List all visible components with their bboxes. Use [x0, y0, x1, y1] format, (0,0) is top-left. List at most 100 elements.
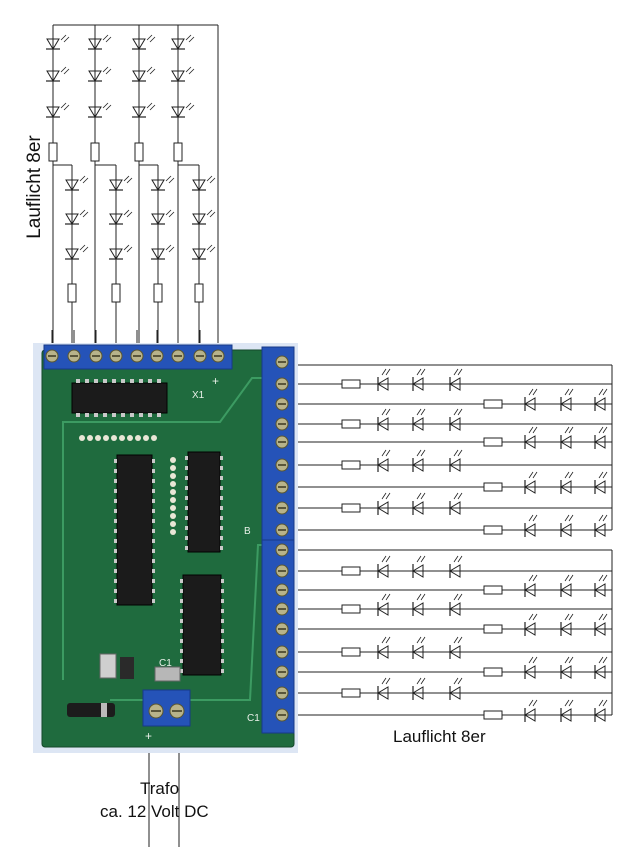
led-triangle [132, 70, 146, 82]
led-ray [564, 426, 570, 434]
led-ray [528, 656, 534, 664]
led-ray [568, 699, 574, 707]
ic-pin [152, 559, 155, 563]
led-ray [385, 408, 391, 416]
led-triangle [524, 708, 536, 722]
ic-pin [114, 559, 117, 563]
mark-c1: C1 [247, 713, 260, 724]
led-ray [105, 104, 112, 111]
led-icon [560, 656, 574, 679]
led-triangle [151, 248, 165, 260]
right-group-label: Lauflicht 8er [393, 727, 486, 746]
led-ray [206, 175, 213, 182]
led-triangle [560, 480, 572, 494]
led-triangle [560, 435, 572, 449]
resistor [483, 525, 503, 535]
ic-pin [114, 549, 117, 553]
led-triangle [412, 417, 424, 431]
led-icon [377, 593, 391, 616]
ic-pin [152, 579, 155, 583]
led-ray [188, 68, 195, 75]
ic-pin [157, 379, 161, 383]
ic-pin [152, 479, 155, 483]
led-triangle [594, 480, 606, 494]
led-ray [420, 408, 426, 416]
led-icon [560, 388, 574, 411]
led-icon [449, 677, 463, 700]
led-ray [149, 104, 156, 111]
led-icon [412, 593, 426, 616]
led-ray [385, 677, 391, 685]
led-ray [416, 677, 422, 685]
led-icon [449, 636, 463, 659]
led-triangle [412, 501, 424, 515]
led-ray [60, 66, 67, 73]
board-trace [62, 377, 262, 680]
resistor [194, 283, 204, 303]
ic-pin [220, 456, 223, 460]
led-ray [598, 471, 604, 479]
led-triangle [449, 458, 461, 472]
resistor [341, 419, 361, 429]
led-icon [524, 656, 538, 679]
led-icon [594, 613, 608, 636]
led-ray [146, 34, 153, 41]
ic-pin [114, 479, 117, 483]
led-ray [568, 426, 574, 434]
resistor [483, 624, 503, 634]
led-triangle [171, 38, 185, 50]
led-ray [146, 102, 153, 109]
ic-pin [221, 609, 224, 613]
ic-pin [221, 629, 224, 633]
led-icon [46, 66, 70, 82]
led-triangle [377, 501, 389, 515]
led-triangle [109, 179, 123, 191]
led-ray [420, 449, 426, 457]
ic-pin [114, 579, 117, 583]
ic-pin [180, 589, 183, 593]
led-icon [594, 426, 608, 449]
led-icon [109, 209, 133, 225]
ic-pin [112, 379, 116, 383]
led-ray [126, 246, 133, 253]
led-ray [168, 246, 175, 253]
power-label-trafo: Trafo [140, 779, 180, 798]
led-ray [420, 368, 426, 376]
ic-pin [185, 466, 188, 470]
led-icon [109, 175, 133, 191]
diode-band [101, 703, 107, 717]
led-ray [102, 34, 109, 41]
led-triangle [449, 645, 461, 659]
led-triangle [88, 106, 102, 118]
led-ray [381, 492, 387, 500]
wires-layer [51, 24, 613, 847]
led-ray [381, 636, 387, 644]
diode [67, 703, 115, 717]
led-ray [60, 102, 67, 109]
led-icon [449, 368, 463, 391]
led-triangle [171, 70, 185, 82]
resistor [483, 482, 503, 492]
ic-pin [139, 413, 143, 417]
via-pad [170, 489, 176, 495]
resistor [134, 142, 144, 162]
led-triangle [88, 70, 102, 82]
led-layer [46, 34, 608, 722]
ic-pin [221, 619, 224, 623]
led-triangle [524, 523, 536, 537]
led-ray [532, 699, 538, 707]
led-ray [102, 102, 109, 109]
led-ray [528, 514, 534, 522]
led-icon [412, 449, 426, 472]
led-icon [88, 34, 112, 50]
led-triangle [65, 213, 79, 225]
mark-b: B [244, 526, 251, 537]
ic-pin [152, 549, 155, 553]
mark-cap-c1: C1 [159, 658, 172, 669]
led-ray [528, 699, 534, 707]
led-icon [594, 699, 608, 722]
led-triangle [88, 38, 102, 50]
led-icon [151, 175, 175, 191]
led-ray [60, 34, 67, 41]
ic-pin [180, 599, 183, 603]
